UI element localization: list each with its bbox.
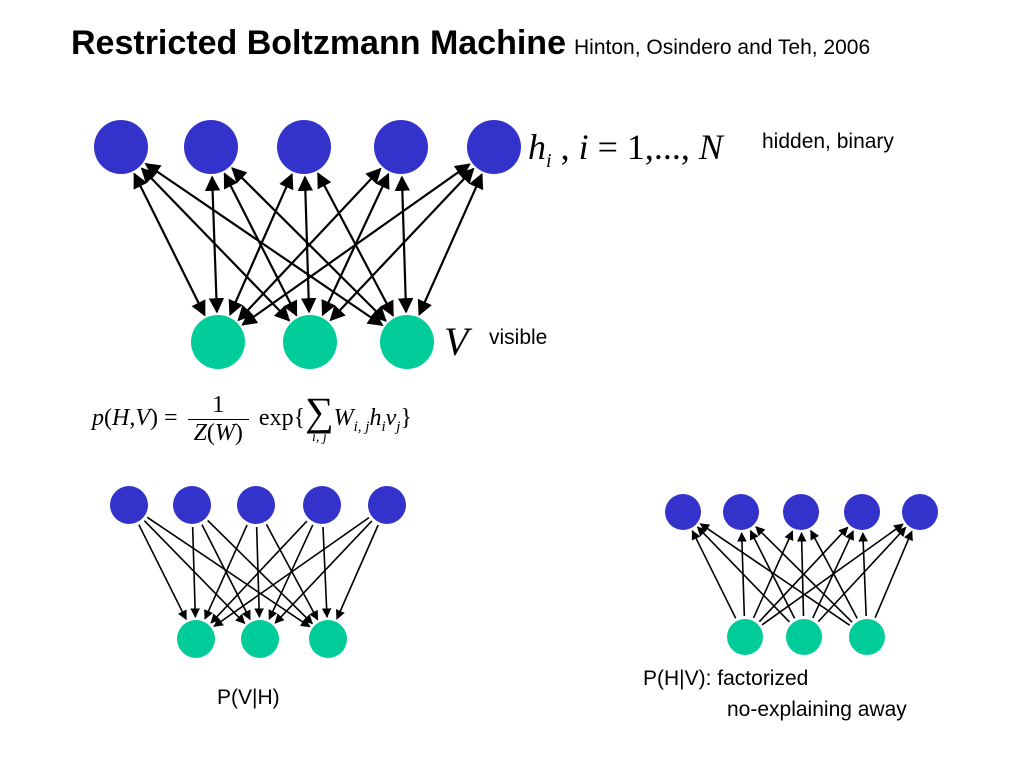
br-edge-h5-v3	[874, 530, 913, 618]
top-visible-node-2	[283, 315, 337, 369]
top-hidden-node-4	[374, 120, 428, 174]
top-edge-h1-v3	[144, 162, 384, 327]
bl-edge-h5-v2	[274, 520, 373, 624]
top-visible-node-1	[191, 315, 245, 369]
br-edge-h1-v3	[699, 523, 851, 626]
br-edge-h5-v2	[817, 526, 907, 623]
bl-edge-h3-v1	[204, 524, 248, 620]
bl-edge-h2-v1	[190, 526, 200, 618]
br-edge-h4-v3	[858, 532, 868, 617]
br-edge-h3-v1	[752, 530, 794, 619]
br-edge-h1-v1	[691, 529, 737, 619]
title-citation: Hinton, Osindero and Teh, 2006	[573, 36, 871, 59]
eq-denominator: Z(W)	[193, 420, 243, 446]
bl-hidden-node-3	[237, 486, 275, 524]
br-edge-h2-v1	[737, 532, 747, 617]
bl-visible-node-3	[309, 620, 347, 658]
visible-math: V	[444, 319, 469, 364]
hidden-units-math: hi , i = 1,..., N	[528, 127, 723, 173]
br-hidden-node-5	[902, 494, 938, 530]
top-hidden-node-1	[94, 120, 148, 174]
top-edge-h2-v1	[204, 175, 225, 314]
br-edge-h4-v1	[758, 526, 849, 623]
eq-sum: ∑i, j	[305, 388, 334, 445]
bl-edge-h5-v1	[213, 516, 370, 628]
bl-visible-node-2	[241, 620, 279, 658]
p-h-given-v-label: P(H|V): factorized	[643, 667, 809, 690]
br-edge-h3-v3	[810, 529, 858, 619]
br-hidden-node-4	[844, 494, 880, 530]
top-hidden-node-3	[277, 120, 331, 174]
bl-hidden-node-1	[110, 486, 148, 524]
top-hidden-node-2	[184, 120, 238, 174]
p-v-given-h-label: P(V|H)	[217, 686, 280, 709]
top-rbm-network	[94, 120, 521, 369]
br-visible-node-3	[849, 619, 885, 655]
br-visible-node-1	[727, 619, 763, 655]
eq-lhs: p	[92, 405, 104, 432]
bl-edge-h4-v1	[210, 520, 308, 624]
top-visible-node-3	[380, 315, 434, 369]
bl-hidden-node-4	[303, 486, 341, 524]
top-edge-h5-v3	[417, 172, 484, 317]
top-hidden-node-5	[467, 120, 521, 174]
top-edge-h5-v1	[241, 163, 471, 326]
bl-hidden-node-5	[368, 486, 406, 524]
br-edge-h5-v1	[761, 523, 904, 626]
visible-label: visible	[489, 326, 548, 349]
br-visible-node-2	[786, 619, 822, 655]
bl-edge-h1-v1	[138, 524, 187, 621]
br-hidden-node-3	[783, 494, 819, 530]
bl-edge-h5-v3	[335, 524, 379, 620]
bottom-left-network	[110, 486, 406, 658]
hidden-label: hidden, binary	[762, 130, 894, 153]
bl-visible-node-1	[177, 620, 215, 658]
br-hidden-node-2	[723, 494, 759, 530]
title-main: Restricted Boltzmann Machine	[71, 24, 566, 62]
slide-title: Restricted Boltzmann Machine Hinton, Osin…	[71, 24, 870, 63]
br-hidden-node-1	[665, 494, 701, 530]
bl-edge-h1-v3	[146, 516, 311, 628]
bottom-right-network	[665, 494, 938, 655]
eq-fraction: 1 Z(W)	[187, 392, 249, 447]
bl-edge-h4-v3	[321, 526, 332, 618]
no-explaining-away-label: no-explaining away	[727, 698, 907, 721]
top-edge-h1-v1	[133, 172, 206, 317]
bl-hidden-node-2	[173, 486, 211, 524]
